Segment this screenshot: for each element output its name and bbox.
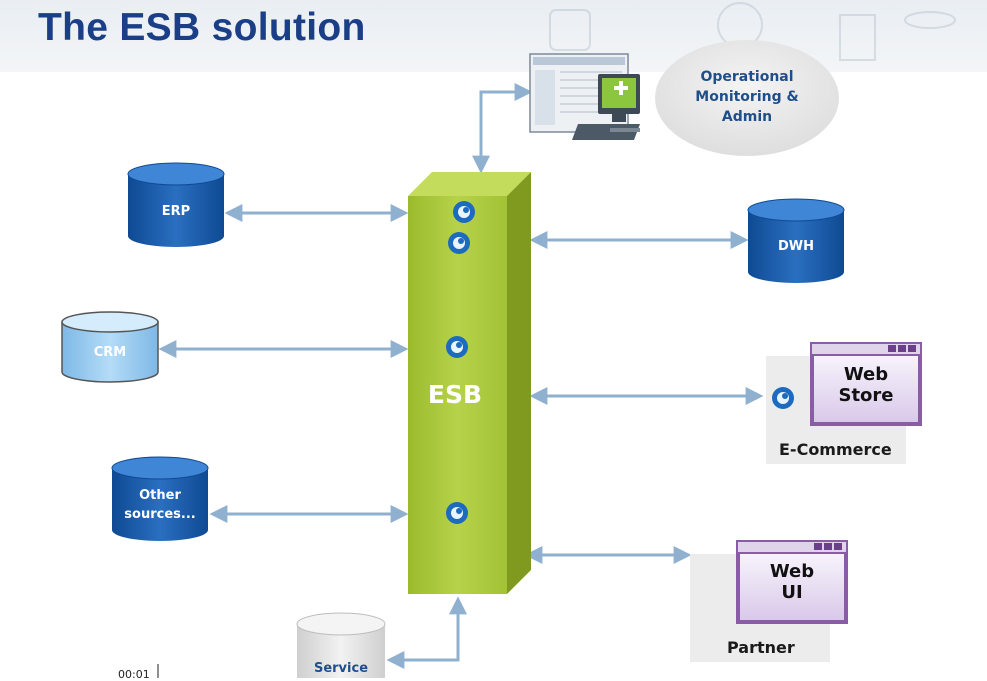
monitoring-cloud-shape bbox=[655, 40, 839, 156]
endpoint-icon bbox=[772, 387, 794, 409]
header-band bbox=[0, 0, 987, 72]
slide-title: The ESB solution bbox=[38, 6, 366, 49]
computer-monitor-icon bbox=[529, 53, 640, 140]
esb-label: ESB bbox=[427, 380, 483, 409]
ecommerce-caption: E-Commerce bbox=[779, 440, 892, 459]
connector-arrows bbox=[158, 83, 764, 669]
erp-database-icon bbox=[127, 162, 225, 247]
monitoring-label: Operational Monitoring & Admin bbox=[695, 69, 799, 125]
web-ui-label: Web UI bbox=[769, 561, 815, 603]
endpoint-icon bbox=[446, 502, 468, 524]
dwh-label: DWH bbox=[777, 239, 814, 254]
web-store-label: Web Store bbox=[838, 364, 894, 406]
partner-panel bbox=[690, 540, 848, 662]
endpoint-icon bbox=[448, 232, 470, 254]
esb-endpoint-icons bbox=[446, 201, 475, 524]
other-sources-label: Other sources... bbox=[124, 488, 196, 522]
dwh-database-icon bbox=[747, 198, 845, 283]
service-database-icon bbox=[296, 612, 386, 678]
partner-caption: Partner bbox=[727, 638, 795, 657]
crm-label: CRM bbox=[93, 345, 127, 360]
esb-pillar bbox=[408, 172, 531, 594]
arrow-esb-monitoring bbox=[472, 83, 533, 174]
other-sources-database-icon bbox=[111, 456, 209, 541]
erp-label: ERP bbox=[161, 204, 191, 219]
ecommerce-panel bbox=[766, 342, 922, 464]
endpoint-icon bbox=[453, 201, 475, 223]
service-label: Service bbox=[313, 661, 369, 676]
crm-database-icon bbox=[61, 311, 159, 383]
endpoint-icon bbox=[446, 336, 468, 358]
arrow-esb-service bbox=[386, 596, 467, 669]
timestamp: 00:01 bbox=[118, 668, 150, 681]
